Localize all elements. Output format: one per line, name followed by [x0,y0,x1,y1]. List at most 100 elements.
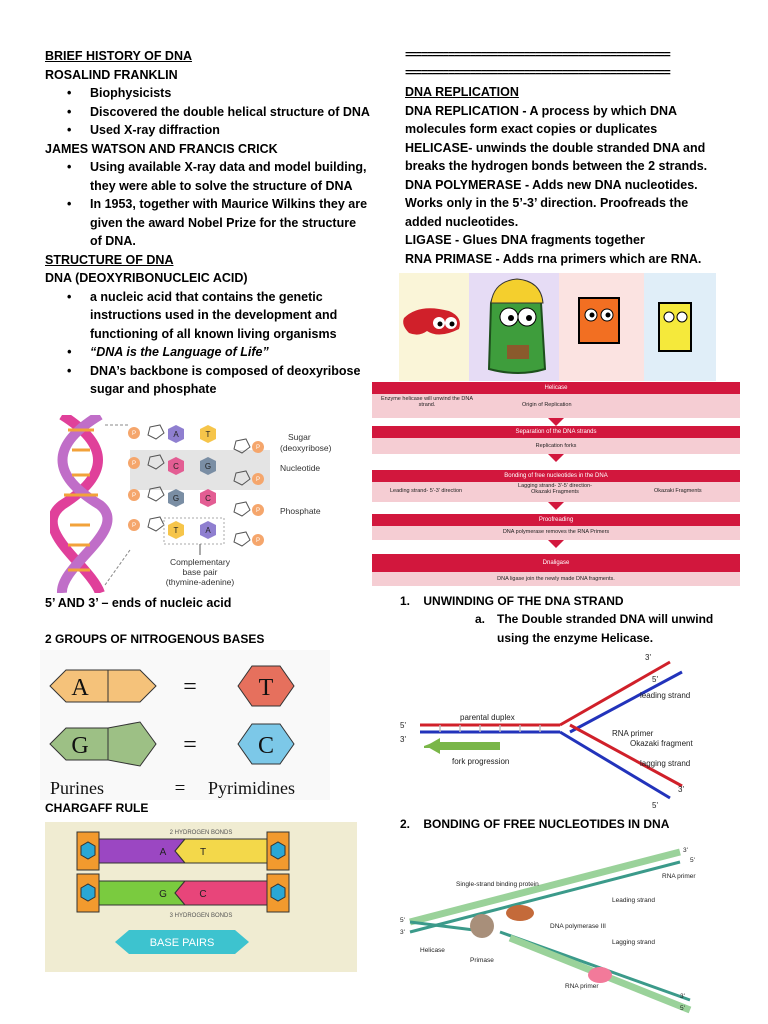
nucleotide-bonding-figure: 3' 5' RNA primer Single-strand binding p… [400,847,696,1014]
flow-proofreading: Proofreading [372,514,740,526]
c-label: C [199,889,206,900]
dna-full-heading: DNA (DEOXYRIBONUCLEIC ACID) [45,271,248,285]
flow-ligase: Dnaligase [372,554,740,572]
equals-sign: = [183,732,197,758]
sub-step-letter: a. [475,612,486,626]
purine-g-ring [107,721,157,767]
base-c [200,489,216,507]
step1: 1. UNWINDING OF THE DNA STRAND [400,592,624,611]
term: DNA REPLICATION [405,103,519,118]
step-number: 1. [400,594,411,608]
groups-title: 2 GROUPS OF NITROGENOUS BASES [45,632,265,646]
flow-arrow [548,540,564,548]
base-label: G [173,494,179,503]
fork-progression-arrow [440,742,500,750]
ends-note: 5’ AND 3’ – ends of nucleic acid [45,596,232,610]
three-prime-label: 3' [678,785,684,794]
base-g [200,457,216,475]
base-label: C [205,494,211,503]
flow-ligase-text: DNA ligase join the newly made DNA fragm… [372,572,740,586]
right-column: ========================================… [405,47,727,268]
list-item: Using available X-ray data and model bui… [45,158,370,195]
five-prime-label: 5' [652,801,658,810]
pyrimidine-c-ring [237,723,295,765]
sugar-sub-label: (deoxyribose) [280,443,332,453]
a-label: A [160,847,167,858]
flow-arrow [548,454,564,462]
phosphate-label: P [132,493,136,499]
guanine-bar [98,880,187,906]
nucleotide-label: Nucleotide [280,463,320,473]
ligase-cartoon [403,308,460,335]
dna-structure-figure: P P P P P P P P A T C G G C T A Sugar ( [50,415,332,593]
replication-title: DNA REPLICATION [405,85,519,99]
base-g [168,489,184,507]
equals-sign: = [175,778,186,799]
flow-forks: Replication forks [372,438,740,454]
phosphate-label: P [256,445,260,451]
flow-bonding: Bonding of free nucleotides in the DNA [372,470,740,482]
left-column: BRIEF HISTORY OF DNA ROSALIND FRANKLIN B… [45,47,370,399]
step2: 2. BONDING OF FREE NUCLEOTIDES IN DNA [400,815,669,834]
parental-duplex-label: parental duplex [460,713,515,722]
dna-polymerase-label: DNA polymerase III [550,923,606,930]
base-t [200,425,216,443]
replication-def: DNA REPLICATION - A process by which DNA… [405,102,727,139]
term: RNA PRIMASE [405,251,493,266]
definition: - unwinds the double stranded DNA and br… [405,140,708,174]
list-item: In 1953, together with Maurice Wilkins t… [45,195,370,251]
base-a [200,521,216,539]
three-hydrogen-bonds-label: 3 HYDROGEN BONDS [170,913,233,919]
t-label: T [200,847,206,858]
cytosine-bar [174,880,268,906]
three-prime-label: 3' [400,735,406,744]
structure-title: STRUCTURE OF DNA [45,252,174,267]
base-t-label: T [259,675,274,701]
history-title: BRIEF HISTORY OF DNA [45,49,193,63]
leading-strand-label: leading strand [640,691,690,700]
phosphate-label: P [256,538,260,544]
base-label: A [173,430,179,439]
polymerase-def: DNA POLYMERASE - Adds new DNA nucleotide… [405,176,727,232]
pyrimidine-t-ring [237,665,295,707]
definition: - Adds new DNA nucleotides. Works only i… [405,177,698,229]
flow-proof-text: DNA polymerase removes the RNA Primers [372,526,740,540]
base-c [168,457,184,475]
five-prime-label: 5' [690,857,695,864]
rna-primer-label: RNA primer [565,983,599,990]
step-title: UNWINDING OF THE DNA STRAND [423,594,624,608]
flow-arrow [548,502,564,510]
flow-text: Leading strand- 5'-3' direction [390,488,463,494]
franklin-list: Biophysicists Discovered the double heli… [45,84,370,140]
step-number: 2. [400,817,411,831]
dna-list: a nucleic acid that contains the genetic… [45,288,370,399]
flow-separation: Separation of the DNA strands [372,426,740,438]
okazaki-fragment-label: Okazaki fragment [630,739,693,748]
fork-progression-label: fork progression [452,757,509,766]
equals-sign: = [183,674,197,700]
list-item: DNA’s backbone is composed of deoxyribos… [45,362,370,399]
phosphate-label: P [132,523,136,529]
three-prime-label: 3' [683,847,688,854]
list-item: Used X-ray diffraction [45,121,370,140]
term: DNA POLYMERASE [405,177,522,192]
flow-text: Enzyme helicase will unwind the DNA stra… [380,396,473,408]
g-label: G [159,889,167,900]
sugar-label: Sugar [288,432,311,442]
dna-polymerase-blob [506,905,534,921]
lagging-strand-label: lagging strand [640,759,690,768]
flow-text: Origin of Replication [522,402,572,408]
flow-bonding-box: Leading strand- 5'-3' direction Lagging … [372,482,740,502]
five-prime-label: 5' [680,1005,685,1012]
phosphate-label: P [132,431,136,437]
five-prime-label: 5' [400,917,405,924]
list-item: “DNA is the Language of Life” [45,343,370,362]
phosphate-label: P [132,461,136,467]
phosphate-label: P [256,477,260,483]
term: HELICASE [405,140,469,155]
replication-fork-figure: 3' 5' leading strand 5' 3' parental dupl… [400,653,693,810]
franklin-heading: ROSALIND FRANKLIN [45,67,178,82]
base-label: A [205,526,211,535]
enzyme-cartoons-image [399,273,716,381]
five-prime-label: 5' [400,721,406,730]
